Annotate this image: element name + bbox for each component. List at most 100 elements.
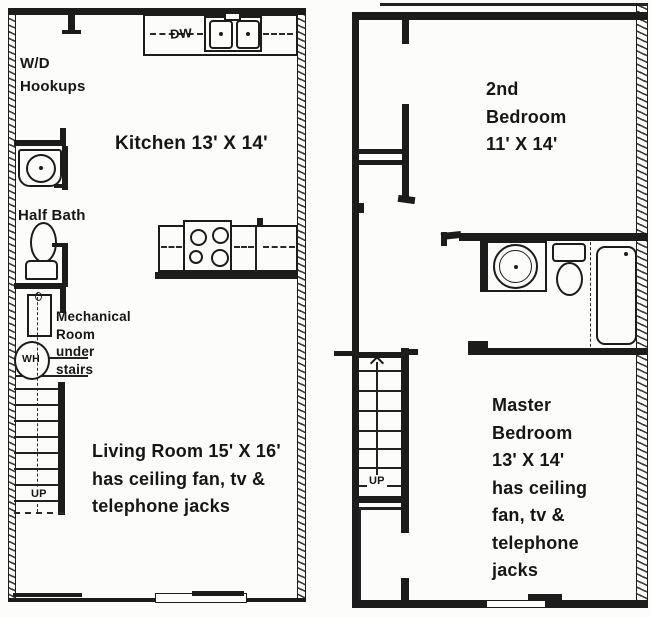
wall-bottom-left-ledge xyxy=(13,593,82,597)
closet-outline-left xyxy=(358,507,361,600)
water-heater-label: WH xyxy=(22,353,40,365)
kitchen-sink xyxy=(204,16,262,52)
wall-bathroom-bottom-step xyxy=(468,341,488,349)
stairs-center-line xyxy=(376,362,378,482)
water-heater xyxy=(14,341,50,380)
door-jamb-flare xyxy=(397,194,416,205)
wh-leader-line xyxy=(16,375,88,377)
stairs-break-line xyxy=(14,512,64,514)
stair-tread xyxy=(14,404,60,406)
stair-tread xyxy=(359,370,401,372)
wall-hall-vertical xyxy=(402,104,409,200)
wall-halfbath-bottom xyxy=(14,283,66,289)
stove-burner xyxy=(189,250,203,264)
wall-roofline xyxy=(380,3,648,6)
wall-bathroom-top xyxy=(459,233,648,241)
stove-burner xyxy=(211,249,229,267)
wall-notch xyxy=(359,203,364,213)
wall-halfbath-right xyxy=(62,243,68,287)
wall-wd-closet-stub xyxy=(60,128,66,146)
stair-tread xyxy=(14,420,60,422)
wall-stairs-bottom xyxy=(352,496,408,503)
vanity-sink xyxy=(493,244,538,289)
bedroom-door-step xyxy=(528,594,562,600)
sink-drain xyxy=(246,32,250,36)
counter-center-dash xyxy=(263,246,295,248)
bathtub xyxy=(596,246,637,345)
wall-halfbath-right-foot xyxy=(52,243,68,247)
vanity-sink-basin xyxy=(499,250,532,283)
wall-exterior-top xyxy=(8,8,305,15)
stove-burner xyxy=(190,229,207,246)
counter-center-dash xyxy=(150,33,203,35)
wd-hookups-label: W/D Hookups xyxy=(20,55,86,95)
toilet-bowl xyxy=(556,262,583,296)
wh-leader-line xyxy=(16,357,88,359)
wall-stairs-right xyxy=(58,382,65,515)
counter-center-dash xyxy=(161,246,182,248)
counter-center-dash xyxy=(234,246,254,248)
stairs-up-label: UP xyxy=(29,488,49,500)
counter-center-dash xyxy=(263,33,293,35)
kitchen-sink-basin-left xyxy=(209,20,233,49)
stair-tread xyxy=(359,410,401,412)
stair-tread xyxy=(359,467,401,469)
half-bath-sink xyxy=(18,149,62,187)
wall-closet-right-upper xyxy=(401,505,409,533)
dishwasher-label: DW xyxy=(169,25,193,42)
stair-tread xyxy=(359,448,401,450)
bedroom-door-threshold xyxy=(486,600,546,608)
wall-halfbath-sink-foot xyxy=(54,184,68,188)
wall-exterior-top xyxy=(352,12,648,20)
exterior-landing-stub xyxy=(334,351,352,356)
wall-exterior-right xyxy=(297,8,306,602)
bathroom-door-flap xyxy=(441,232,447,246)
door-jamb-hook xyxy=(409,349,418,355)
wall-hall-stub-top xyxy=(402,20,409,44)
toilet-tank xyxy=(25,260,58,280)
wall-vanity-left xyxy=(480,241,486,292)
stairs-up-arrow xyxy=(369,355,385,371)
wall-stairs-right xyxy=(401,348,409,533)
half-bath-sink-drain xyxy=(39,166,43,170)
entry-door-step xyxy=(192,591,244,596)
wall-kitchen-bottom xyxy=(155,272,298,279)
vanity-sink-drain xyxy=(514,265,518,269)
wall-closet-right-stub xyxy=(401,578,409,602)
wall-exterior-left xyxy=(352,12,359,608)
stair-tread xyxy=(14,388,60,390)
mechanical-room-label: Mechanical Room under stairs xyxy=(56,309,131,377)
closet-outline-top xyxy=(358,507,404,510)
wall-bathroom-bottom xyxy=(468,348,648,355)
door-jamb-tick xyxy=(257,218,263,225)
second-bedroom-label: 2nd Bedroom 11' X 14' xyxy=(486,79,567,154)
wall-stairs-top xyxy=(359,352,403,358)
wall-exterior-left xyxy=(8,8,16,602)
stair-tread xyxy=(14,484,60,486)
wall-mech-stub xyxy=(60,289,66,313)
stove-burner xyxy=(212,227,229,244)
furnace-flue xyxy=(35,292,42,301)
stair-tread xyxy=(14,500,60,502)
wall-kitchen-stub xyxy=(68,14,75,34)
wall-kitchen-stub-foot xyxy=(62,30,81,34)
kitchen-counter-top xyxy=(143,14,298,56)
kitchen-label: Kitchen 13' X 14' xyxy=(115,133,268,154)
sink-drain xyxy=(219,32,223,36)
stair-tread xyxy=(359,390,401,392)
sink-faucet xyxy=(224,12,241,21)
living-room-label: Living Room 15' X 16' has ceiling fan, t… xyxy=(92,441,281,516)
stairs-center-line xyxy=(37,292,38,512)
wall-exterior-right xyxy=(636,3,648,608)
toilet-tank xyxy=(552,243,586,262)
wall-wd-closet-bottom xyxy=(14,140,66,146)
half-bath-sink-basin xyxy=(26,154,56,183)
stair-tread xyxy=(14,436,60,438)
vanity xyxy=(486,241,547,292)
stair-tread xyxy=(359,430,401,432)
tub-partition-line xyxy=(590,242,591,352)
wall-closet-divider xyxy=(359,160,403,165)
counter-divider xyxy=(255,227,257,272)
stair-tread xyxy=(14,468,60,470)
